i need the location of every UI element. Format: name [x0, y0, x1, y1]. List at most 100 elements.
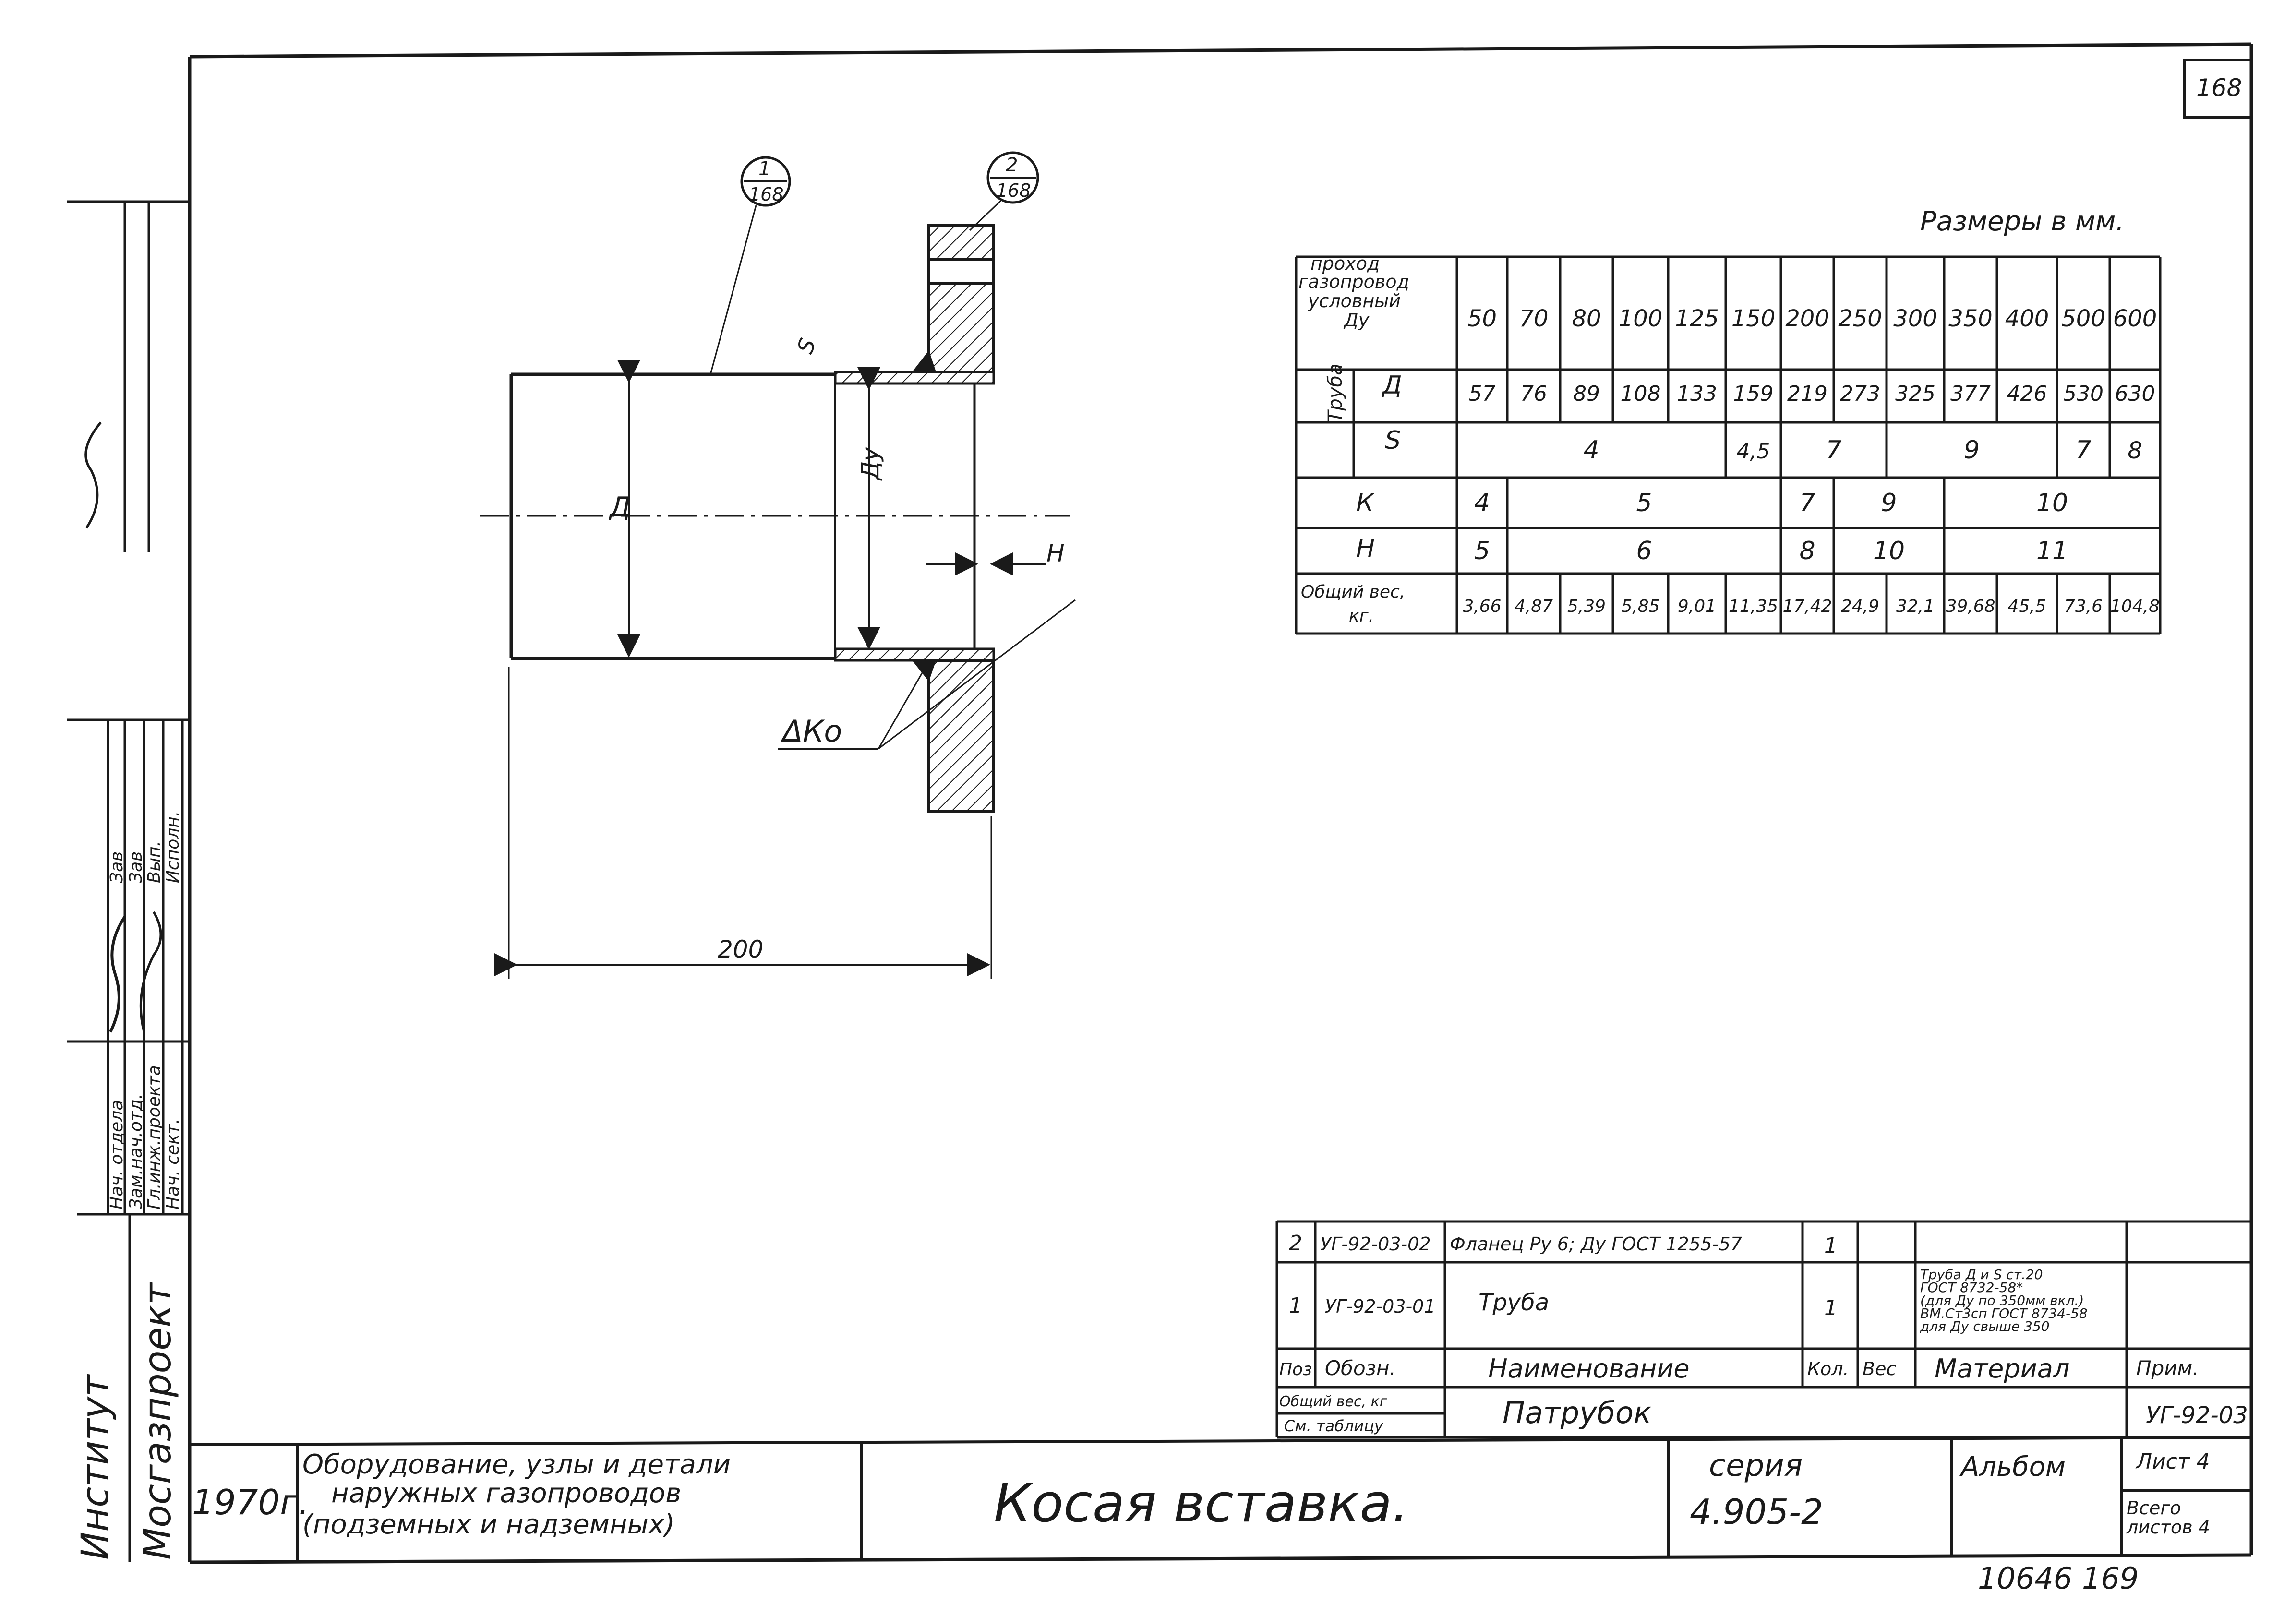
h-value: 6 [1636, 537, 1652, 565]
svg-text:условный: условный [1308, 290, 1401, 311]
svg-text:2: 2 [1289, 1231, 1302, 1256]
svg-text:Гл.инж.проекта: Гл.инж.проекта [144, 1065, 164, 1209]
k-value: 4 [1474, 489, 1490, 517]
callout-1-bottom: 168 [749, 184, 784, 205]
d-value: 76 [1520, 382, 1547, 406]
svg-text:проход: проход [1310, 253, 1380, 274]
svg-text:См. таблицу: См. таблицу [1284, 1417, 1384, 1435]
svg-text:УГ-92-03-02: УГ-92-03-02 [1320, 1233, 1431, 1255]
svg-text:Кол.: Кол. [1807, 1358, 1849, 1379]
svg-text:Фланец Ру 6; Ду ГОСТ 1255-57: Фланец Ру 6; Ду ГОСТ 1255-57 [1450, 1233, 1742, 1255]
weight-value: 5,85 [1621, 597, 1659, 616]
dy-value: 500 [2061, 305, 2105, 332]
svg-text:УГ-92-03: УГ-92-03 [2146, 1402, 2248, 1429]
svg-text:УГ-92-03-01: УГ-92-03-01 [1325, 1296, 1436, 1317]
units-note: Размеры в мм. [1920, 206, 2124, 237]
drawing-title: Косая вставка. [994, 1472, 1409, 1534]
weight-value: 4,87 [1515, 597, 1553, 616]
weight-value: 45,5 [2007, 597, 2046, 616]
svg-text:Наименование: Наименование [1488, 1353, 1690, 1384]
year: 1970г. [192, 1482, 309, 1522]
weight-value: 39,68 [1946, 597, 1995, 616]
svg-text:ГОСТ 8732-58*: ГОСТ 8732-58* [1920, 1280, 2023, 1295]
h-value: 11 [2036, 537, 2068, 565]
svg-text:листов 4: листов 4 [2126, 1517, 2210, 1538]
dy-value: 300 [1893, 305, 1937, 332]
h-value: 10 [1873, 537, 1905, 565]
svg-text:Патрубок: Патрубок [1503, 1395, 1652, 1430]
specification-table [1275, 1220, 2251, 1439]
title-block [189, 1436, 2252, 1561]
svg-text:Общий вес,: Общий вес, [1301, 582, 1405, 602]
org-mosgazproekt: Мосгазпроект [136, 1282, 180, 1560]
h-value: 8 [1799, 537, 1815, 565]
sheet-number: 168 [2196, 74, 2242, 102]
weld-label: ΔКо [781, 714, 842, 749]
svg-text:наружных газопроводов: наружных газопроводов [331, 1478, 681, 1509]
svg-text:Поз: Поз [1279, 1360, 1312, 1379]
svg-text:ВМ.Ст3сп ГОСТ 8734-58: ВМ.Ст3сп ГОСТ 8734-58 [1920, 1305, 2088, 1321]
k-value: 5 [1636, 489, 1652, 517]
svg-text:кг.: кг. [1349, 606, 1374, 626]
svg-text:для Ду свыше 350: для Ду свыше 350 [1920, 1318, 2050, 1334]
side-roles: Нач. отдела Зам.нач.отд. Гл.инж.проекта … [84, 421, 183, 1209]
pipe-drawing: Д Ду Н S 1 168 2 168 ΔКо 200 [480, 151, 1076, 979]
svg-text:Исполн.: Исполн. [163, 811, 183, 883]
sheet-frame [188, 42, 2253, 1564]
d-value: 159 [1733, 382, 1774, 406]
s-value: 4,5 [1737, 439, 1770, 464]
d-value: 133 [1677, 382, 1717, 406]
d-value: 377 [1950, 382, 1991, 406]
callout-2-top: 2 [1006, 154, 1018, 176]
weight-value: 24,9 [1841, 597, 1879, 616]
weight-value: 11,35 [1729, 597, 1778, 616]
weight-value: 32,1 [1896, 597, 1935, 616]
d-value: 426 [2007, 382, 2047, 406]
svg-text:Нач. отдела: Нач. отдела [107, 1100, 127, 1209]
svg-text:1: 1 [1824, 1296, 1838, 1320]
s-value: 4 [1583, 436, 1599, 465]
callout-1-top: 1 [758, 158, 770, 180]
svg-text:1: 1 [1824, 1233, 1838, 1258]
label-D: Д [608, 491, 631, 523]
dy-value: 100 [1619, 305, 1663, 332]
svg-text:Зав: Зав [107, 851, 127, 883]
label-Dy: Ду [856, 446, 884, 481]
dy-value: 150 [1731, 305, 1776, 332]
dy-value: 80 [1572, 305, 1601, 332]
weight-value: 73,6 [2064, 597, 2103, 616]
svg-text:серия: серия [1709, 1448, 1803, 1484]
sheet-number-box: 168 [2183, 59, 2253, 119]
svg-text:Н: Н [1356, 534, 1375, 563]
dy-value: 400 [2005, 305, 2049, 332]
d-value: 530 [2063, 382, 2104, 406]
d-value: 630 [2115, 382, 2155, 406]
dy-value: 250 [1838, 305, 1882, 332]
svg-text:К: К [1356, 489, 1375, 517]
k-value: 10 [2036, 489, 2068, 517]
org-institute: Институт [74, 1374, 117, 1560]
svg-text:Оборудование, узлы и детали: Оборудование, узлы и детали [302, 1449, 731, 1480]
svg-text:Зав: Зав [126, 851, 146, 883]
svg-text:Лист 4: Лист 4 [2135, 1449, 2210, 1474]
series-value: 4.905-2 [1690, 1492, 1823, 1532]
dy-value: 200 [1785, 305, 1829, 332]
dy-value: 125 [1675, 305, 1719, 332]
label-H: Н [1046, 539, 1065, 567]
s-value: 8 [2128, 437, 2142, 464]
dy-value: 600 [2113, 305, 2157, 332]
svg-text:Общий вес, кг: Общий вес, кг [1279, 1393, 1387, 1410]
h-value: 5 [1474, 537, 1490, 565]
footer-number: 10646 169 [1978, 1561, 2139, 1596]
s-value: 7 [1826, 436, 1841, 465]
label-S: S [792, 335, 821, 357]
svg-text:Альбом: Альбом [1959, 1451, 2066, 1483]
svg-text:газопровод: газопровод [1298, 271, 1409, 292]
s-value: 7 [2075, 436, 2091, 465]
svg-text:Вып.: Вып. [144, 841, 164, 883]
svg-text:S: S [1385, 426, 1401, 455]
svg-text:Обозн.: Обозн. [1325, 1356, 1396, 1380]
d-value: 108 [1621, 382, 1661, 406]
